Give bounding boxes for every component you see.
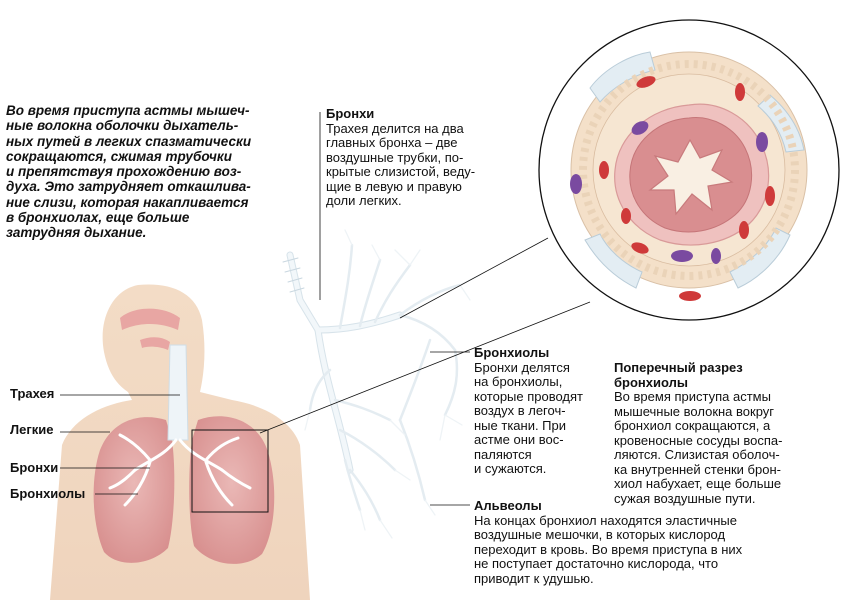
label-trachea: Трахея [10,386,55,401]
right-lung [189,416,275,564]
bronchial-tree [282,229,481,539]
body-bronchi [108,433,252,507]
trachea-tube [167,344,189,441]
bronchi-text: Трахея делится на два главных бронха – д… [326,120,476,208]
lungs-drawing [93,344,275,564]
left-lung [93,417,175,563]
mouth-cavity [140,337,170,350]
cross-section-view [538,19,840,321]
bronchioles-title: Бронхиолы [474,345,550,360]
bronchioles-block: Бронхиолы Бронхи делятся на бронхиолы, к… [474,345,584,477]
cross-section-title: Поперечный разрез бронхиолы [614,360,743,390]
intro-text: Во время приступа астмы мышеч- ные волок… [6,103,252,241]
alveoli-block: Альвеолы На концах бронхиол находятся эл… [474,498,743,586]
focus-box [191,429,269,513]
alveoli-text: На концах бронхиол находятся эластичные … [474,512,743,586]
alveoli-title: Альвеолы [474,498,542,513]
nasal-cavity [120,308,180,330]
label-bronchioles: Бронхиолы [10,486,86,501]
bronchi-title: Бронхи [326,106,375,121]
label-lungs: Легкие [10,422,54,437]
cross-section-text: Во время приступа астмы мышечные волокна… [614,389,783,506]
bronchi-block: Бронхи Трахея делится на два главных бро… [326,106,476,209]
cross-section-block: Поперечный разрез бронхиолы Во время при… [614,360,854,506]
bronchioles-text: Бронхи делятся на бронхиолы, которые про… [474,359,584,476]
leader-lines [60,112,591,506]
label-bronchi: Бронхи [10,460,59,475]
